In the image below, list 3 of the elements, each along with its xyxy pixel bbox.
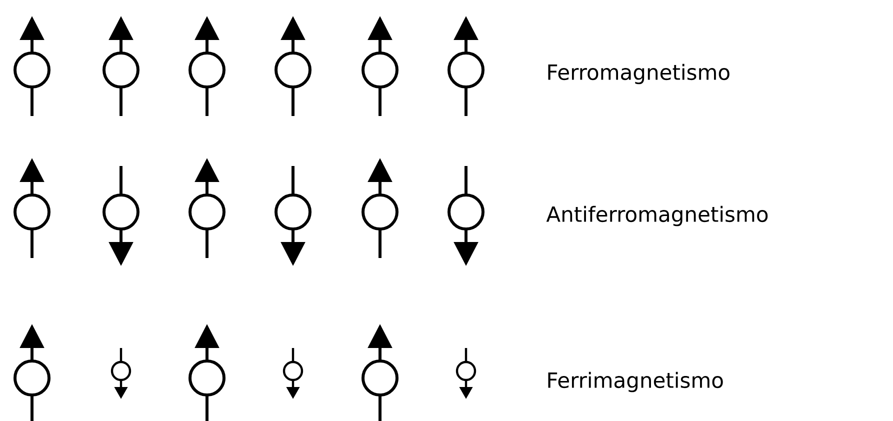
row-label: Ferrimagnetismo	[548, 372, 723, 392]
row-label: Antiferromagnetismo	[546, 206, 768, 226]
row-label: Ferromagnetismo	[548, 64, 730, 84]
